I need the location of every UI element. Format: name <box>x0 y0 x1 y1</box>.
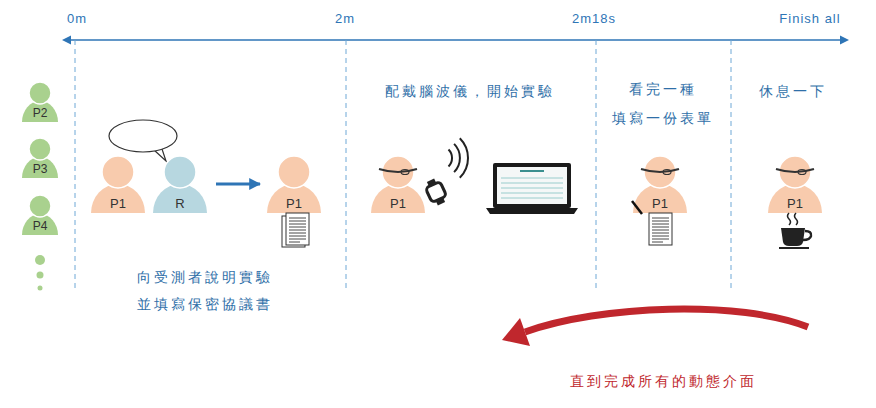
person-figure: P1 <box>266 155 322 213</box>
step-note: 看完一種 填寫一份表單 <box>607 75 719 133</box>
person-figure: R <box>152 155 208 213</box>
person-label: P3 <box>33 162 48 176</box>
signal-arc <box>460 138 468 178</box>
time-mark: 0m <box>67 10 87 28</box>
form-icon <box>649 213 672 245</box>
cup-handle <box>803 231 811 240</box>
document-icon <box>286 213 309 245</box>
eeg-device <box>423 177 448 207</box>
flow-arrow <box>216 183 260 186</box>
timeline-axis <box>68 39 842 41</box>
screen-row <box>501 183 563 184</box>
eeg-headband <box>379 169 417 172</box>
screen-row <box>501 193 563 194</box>
saucer <box>779 247 809 249</box>
axis-head <box>62 36 71 45</box>
time-mark: 2m18s <box>572 10 616 28</box>
steam <box>795 213 798 225</box>
document-back <box>282 216 305 247</box>
person-head <box>29 82 51 104</box>
more-dot <box>38 286 43 291</box>
person-head <box>29 138 51 160</box>
coffee-cup <box>781 228 805 246</box>
screen-heading <box>520 170 544 172</box>
laptop-screen <box>493 163 571 208</box>
device-body <box>425 181 446 202</box>
eeg-headband <box>776 169 814 172</box>
laptop-base <box>486 208 578 214</box>
step-note: 配戴腦波儀，開始實驗 <box>385 82 555 100</box>
phase-divider <box>596 40 597 292</box>
person-label: P1 <box>787 197 803 211</box>
more-dot <box>37 272 44 279</box>
time-mark: 2m <box>335 10 355 28</box>
pen <box>632 201 642 214</box>
step-note: 向受測者說明實驗 並填寫保密協議書 <box>130 264 280 318</box>
phase-divider <box>346 40 347 292</box>
person-figure: P2 <box>21 81 59 122</box>
signal-arc <box>449 150 453 167</box>
person-head <box>382 156 414 188</box>
document-lines <box>289 218 306 242</box>
person-head <box>644 156 676 188</box>
person-label: P2 <box>33 106 48 120</box>
time-mark: Finish all <box>779 10 840 28</box>
person-figure: P1 <box>370 155 426 213</box>
person-head <box>779 156 811 188</box>
eeg-sensor <box>798 170 806 175</box>
person-figure: P1 <box>632 155 688 213</box>
phase-divider <box>731 40 732 292</box>
repeat-arrow <box>525 309 808 332</box>
repeat-arrowhead <box>502 318 530 346</box>
person-figure: P3 <box>21 137 59 178</box>
screen-row <box>501 188 563 189</box>
eeg-sensor <box>663 170 671 175</box>
person-label: P1 <box>286 197 302 211</box>
speech-bubble <box>109 120 177 152</box>
person-label: P1 <box>110 197 126 211</box>
step-note: 直到完成所有的動態介面 <box>570 372 757 390</box>
person-figure: P1 <box>767 155 823 213</box>
person-head <box>102 156 134 188</box>
person-head <box>164 156 196 188</box>
more-dot <box>35 255 45 265</box>
person-label: P1 <box>652 197 668 211</box>
phase-divider <box>75 40 76 292</box>
person-figure: P1 <box>90 155 146 213</box>
person-head <box>278 156 310 188</box>
person-figure: P4 <box>21 194 59 235</box>
steam <box>788 213 791 225</box>
person-label: P4 <box>33 219 48 233</box>
eeg-sensor <box>401 170 409 175</box>
signal-arc <box>454 144 460 172</box>
step-note: 休息一下 <box>759 82 827 100</box>
axis-head <box>840 36 849 45</box>
person-head <box>29 195 51 217</box>
form-lines <box>652 218 669 242</box>
person-label: R <box>175 197 184 211</box>
screen-row <box>501 178 563 179</box>
eeg-headband <box>641 169 679 172</box>
person-label: P1 <box>390 197 406 211</box>
screen-row <box>501 198 563 199</box>
laptop-display <box>497 167 567 204</box>
